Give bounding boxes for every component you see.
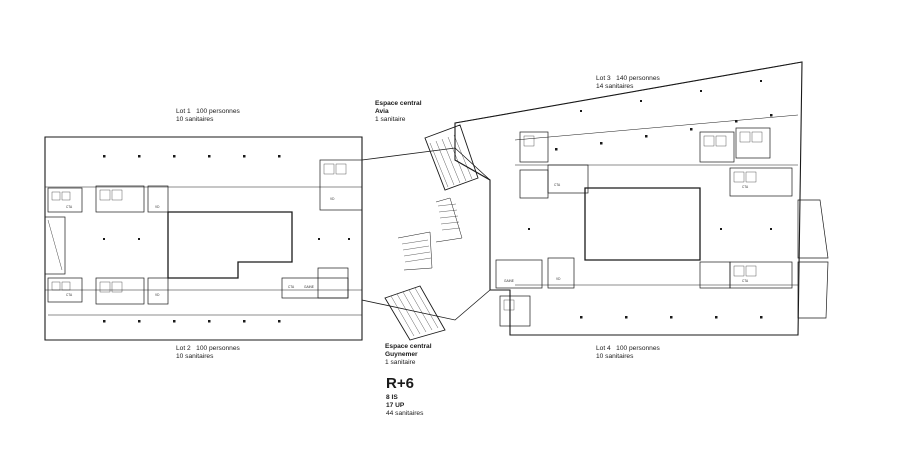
central-top-name: Avia xyxy=(375,108,389,115)
level-is: 8 IS xyxy=(386,394,398,401)
room-tag-cta-5: CTA xyxy=(742,185,749,189)
room-tag-vd-2: VD xyxy=(155,293,160,297)
room-tag-cta-3: CTA xyxy=(288,285,295,289)
lot2-label: Lot 2 100 personnes 10 sanitaires xyxy=(176,345,240,361)
lot3-capacity: 140 personnes xyxy=(616,75,660,82)
central-top-title: Espace central xyxy=(375,100,422,107)
lot3-name: Lot 3 xyxy=(596,75,611,82)
west-wing-outline xyxy=(44,136,363,341)
room-tag-gaine-1: GAINE xyxy=(304,285,314,289)
level-summary: 8 IS 17 UP 44 sanitaires xyxy=(386,394,423,418)
lot3-label: Lot 3 140 personnes 14 sanitaires xyxy=(596,75,660,91)
east-courtyard xyxy=(584,187,701,261)
level-up: 17 UP xyxy=(386,402,405,409)
lot1-sanitaires: 10 sanitaires xyxy=(176,116,214,123)
lot4-label: Lot 4 100 personnes 10 sanitaires xyxy=(596,345,660,361)
central-bottom-name: Guynemer xyxy=(385,351,418,358)
lot1-capacity: 100 personnes xyxy=(196,108,240,115)
room-tag-cta-6: CTA xyxy=(742,279,749,283)
central-link xyxy=(361,147,491,321)
lot4-sanitaires: 10 sanitaires xyxy=(596,353,634,360)
central-top-sanitaires: 1 sanitaire xyxy=(375,116,406,123)
lot4-name: Lot 4 xyxy=(596,345,611,352)
lot1-label: Lot 1 100 personnes 10 sanitaires xyxy=(176,108,240,124)
lot2-sanitaires: 10 sanitaires xyxy=(176,353,214,360)
central-top-label: Espace central Avia 1 sanitaire xyxy=(375,100,422,124)
west-courtyard xyxy=(167,211,293,279)
room-tag-cta-2: CTA xyxy=(66,293,73,297)
room-tag-gaine-2: GAINE xyxy=(504,279,514,283)
central-bottom-label: Espace central Guynemer 1 sanitaire xyxy=(385,343,432,367)
lot4-capacity: 100 personnes xyxy=(616,345,660,352)
room-tag-vd-4: VD xyxy=(556,277,561,281)
room-tag-vd-1: VD xyxy=(155,205,160,209)
level-sanitaires: 44 sanitaires xyxy=(386,410,424,417)
lot2-capacity: 100 personnes xyxy=(196,345,240,352)
room-tag-cta-4: CTA xyxy=(554,183,561,187)
lot1-name: Lot 1 xyxy=(176,108,191,115)
central-bottom-sanitaires: 1 sanitaire xyxy=(385,359,416,366)
lot2-name: Lot 2 xyxy=(176,345,191,352)
level-title: R+6 xyxy=(386,375,414,392)
east-wing-outline xyxy=(454,61,803,336)
central-bottom-title: Espace central xyxy=(385,343,432,350)
lot3-sanitaires: 14 sanitaires xyxy=(596,83,634,90)
room-tag-vd-3: VD xyxy=(330,197,335,201)
room-tag-cta-1: CTA xyxy=(66,205,73,209)
